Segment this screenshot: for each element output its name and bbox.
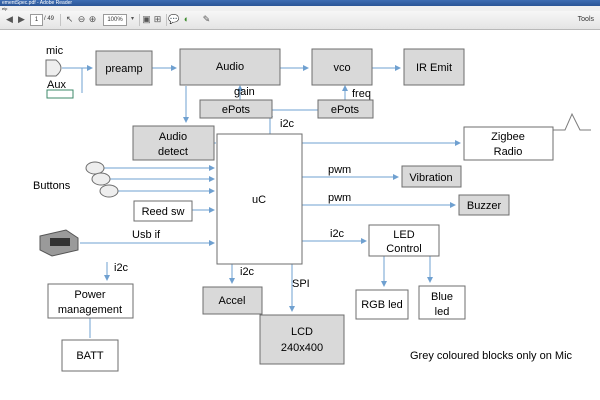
zoom-in-icon[interactable]: ⊕ — [88, 14, 97, 24]
epots-right-label: ePots — [331, 104, 360, 116]
ir-emit-label: IR Emit — [416, 62, 452, 74]
zoom-out-icon[interactable]: ⊖ — [77, 14, 86, 24]
spi-label: SPI — [292, 278, 310, 290]
audio-detect-label-1: Audio — [159, 131, 187, 143]
lcd-block — [259, 314, 345, 365]
zigbee-block — [463, 126, 554, 161]
select-tool-icon[interactable]: ↖ — [65, 14, 74, 24]
toolbar-separator — [60, 14, 61, 26]
buzzer-block — [458, 194, 510, 216]
vibration-label: Vibration — [409, 172, 452, 184]
comment-icon[interactable]: 💬 — [168, 14, 180, 24]
legend-note: Grey coloured blocks only on Mic — [410, 350, 573, 362]
window-title-bar: ementSpec.pdf - Adobe Reader — [0, 0, 600, 6]
preamp-label: preamp — [105, 63, 142, 75]
page-total: / 49 — [44, 16, 55, 22]
toolbar-separator — [139, 14, 140, 26]
reed-switch-block — [133, 200, 193, 222]
usb-port-icon — [50, 238, 70, 246]
epots-left-block — [199, 99, 273, 119]
audio-label: Audio — [216, 61, 244, 73]
mic-icon — [45, 59, 62, 77]
i2c-epots-label: i2c — [280, 118, 295, 130]
freq-label: freq — [352, 88, 371, 100]
zoom-dropdown-icon[interactable]: ▾ — [130, 16, 134, 22]
menu-help[interactable]: elp — [2, 6, 8, 11]
power-management-label-1: Power — [74, 289, 106, 301]
power-management-label-2: management — [58, 304, 122, 316]
epots-left-label: ePots — [222, 104, 251, 116]
blue-led-label-1: Blue — [431, 291, 453, 303]
led-control-label-2: Control — [386, 243, 421, 255]
block-diagram: mic Aux preamp Audio vco IR Emit gain fr… — [33, 45, 591, 372]
audio-detect-block — [132, 125, 215, 161]
tools-button[interactable]: Tools — [577, 16, 594, 23]
button-2-icon — [91, 172, 111, 186]
preamp-block — [95, 50, 153, 86]
battery-block — [61, 339, 119, 372]
i2c-power-label: i2c — [114, 262, 129, 274]
vco-label: vco — [333, 62, 350, 74]
menu-bar: elp — [0, 6, 600, 11]
reader-toolbar: ◀ ▶ 1 / 49 ↖ ⊖ ⊕ 100% ▾ ▣ ⊞ 💬 ◐ ✎ Tools — [0, 11, 600, 30]
i2c-accel-label: i2c — [240, 266, 255, 278]
rgb-led-block — [355, 289, 409, 320]
lcd-label-2: 240x400 — [281, 342, 323, 354]
pwm-vibration-label: pwm — [328, 164, 351, 176]
battery-label: BATT — [76, 350, 104, 362]
blue-led-label-2: led — [435, 306, 450, 318]
fit-page-icon[interactable]: ▣ — [142, 14, 151, 24]
uc-label: uC — [252, 194, 266, 206]
blue-led-block — [418, 285, 466, 320]
fit-width-icon[interactable]: ⊞ — [153, 14, 162, 24]
toolbar-separator — [166, 14, 167, 26]
buttons-label: Buttons — [33, 180, 71, 192]
led-control-block — [368, 224, 440, 257]
pwm-buzzer-label: pwm — [328, 192, 351, 204]
i2c-led-label: i2c — [330, 228, 345, 240]
zigbee-label-1: Zigbee — [491, 131, 525, 143]
antenna-icon — [553, 112, 591, 131]
window-title: ementSpec.pdf - Adobe Reader — [2, 0, 73, 6]
forward-icon[interactable]: ▶ — [18, 14, 25, 24]
page-number-input[interactable]: 1 — [30, 14, 43, 26]
uc-block — [216, 133, 303, 265]
aux-label: Aux — [47, 79, 66, 91]
highlight-icon[interactable]: ◐ — [183, 14, 190, 24]
zigbee-label-2: Radio — [494, 146, 523, 158]
sign-icon[interactable]: ✎ — [202, 14, 211, 24]
epots-right-block — [317, 99, 374, 119]
mic-label: mic — [46, 45, 64, 57]
aux-jack-icon — [46, 89, 74, 99]
buzzer-label: Buzzer — [467, 200, 502, 212]
back-icon[interactable]: ◀ — [6, 14, 13, 24]
vco-block — [311, 48, 373, 86]
gain-label: gain — [234, 86, 255, 98]
ir-emit-block — [403, 48, 465, 86]
reed-switch-label: Reed sw — [142, 206, 185, 218]
vibration-block — [401, 165, 462, 188]
power-management-block — [47, 283, 134, 319]
led-control-label-1: LED — [393, 229, 414, 241]
usb-if-label: Usb if — [132, 229, 161, 241]
document-page: mic Aux preamp Audio vco IR Emit gain fr… — [0, 30, 600, 400]
accel-block — [202, 286, 263, 315]
zoom-level-input[interactable]: 100% — [103, 14, 127, 26]
lcd-label-1: LCD — [291, 326, 313, 338]
audio-detect-label-2: detect — [158, 146, 188, 158]
button-3-icon — [99, 184, 119, 198]
rgb-led-label: RGB led — [361, 299, 403, 311]
audio-block — [179, 48, 281, 86]
accel-label: Accel — [219, 295, 246, 307]
button-1-icon — [85, 161, 105, 175]
